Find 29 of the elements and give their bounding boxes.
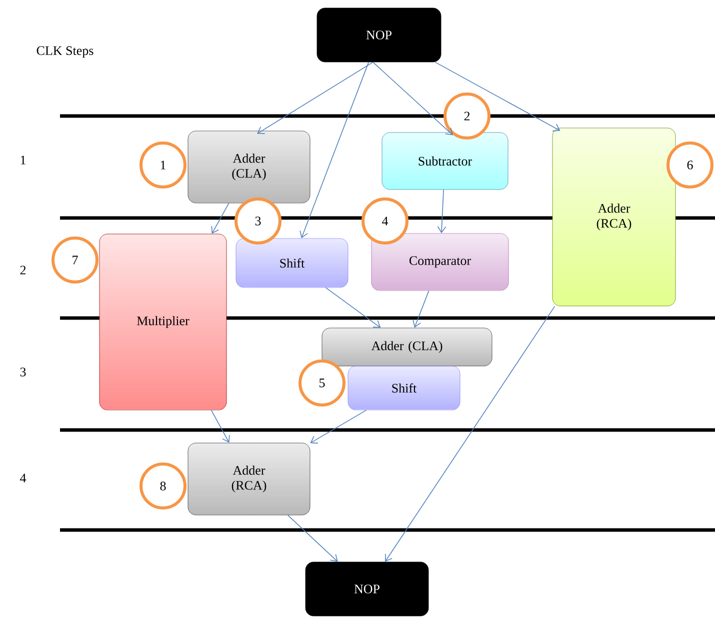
- arrow: [287, 514, 338, 562]
- node-label: 6: [687, 160, 693, 170]
- heading: CLK Steps: [36, 46, 94, 58]
- arrow: [300, 62, 370, 238]
- multiplier-box: Multiplier: [99, 234, 227, 410]
- adder-box: Adder (CLA): [188, 130, 310, 204]
- adder-box: Adder (RCA): [188, 442, 310, 516]
- adder-box: Adder (CLA): [322, 328, 492, 366]
- step-number: 1: [20, 156, 26, 164]
- nop-box: NOP: [316, 8, 442, 62]
- step-number: 3: [20, 368, 26, 376]
- arrow: [385, 306, 556, 562]
- arrow: [434, 62, 560, 132]
- shift-box: Shift: [348, 366, 460, 410]
- subtractor-box: Subtractor: [382, 132, 508, 190]
- arrow: [437, 189, 446, 234]
- arrow: [257, 62, 374, 134]
- step-number: 2: [20, 266, 26, 274]
- nop-box: NOP: [305, 562, 429, 616]
- shift-box: Shift: [236, 238, 348, 288]
- arrow: [211, 202, 230, 234]
- arrow: [412, 290, 430, 328]
- arrow: [372, 62, 453, 136]
- arrow: [325, 287, 381, 328]
- arrow: [210, 410, 230, 443]
- arrow: [310, 410, 367, 444]
- comparator-box: Comparator: [371, 233, 509, 291]
- step-number: 4: [20, 474, 26, 482]
- adder-box: Adder (RCA): [552, 128, 676, 306]
